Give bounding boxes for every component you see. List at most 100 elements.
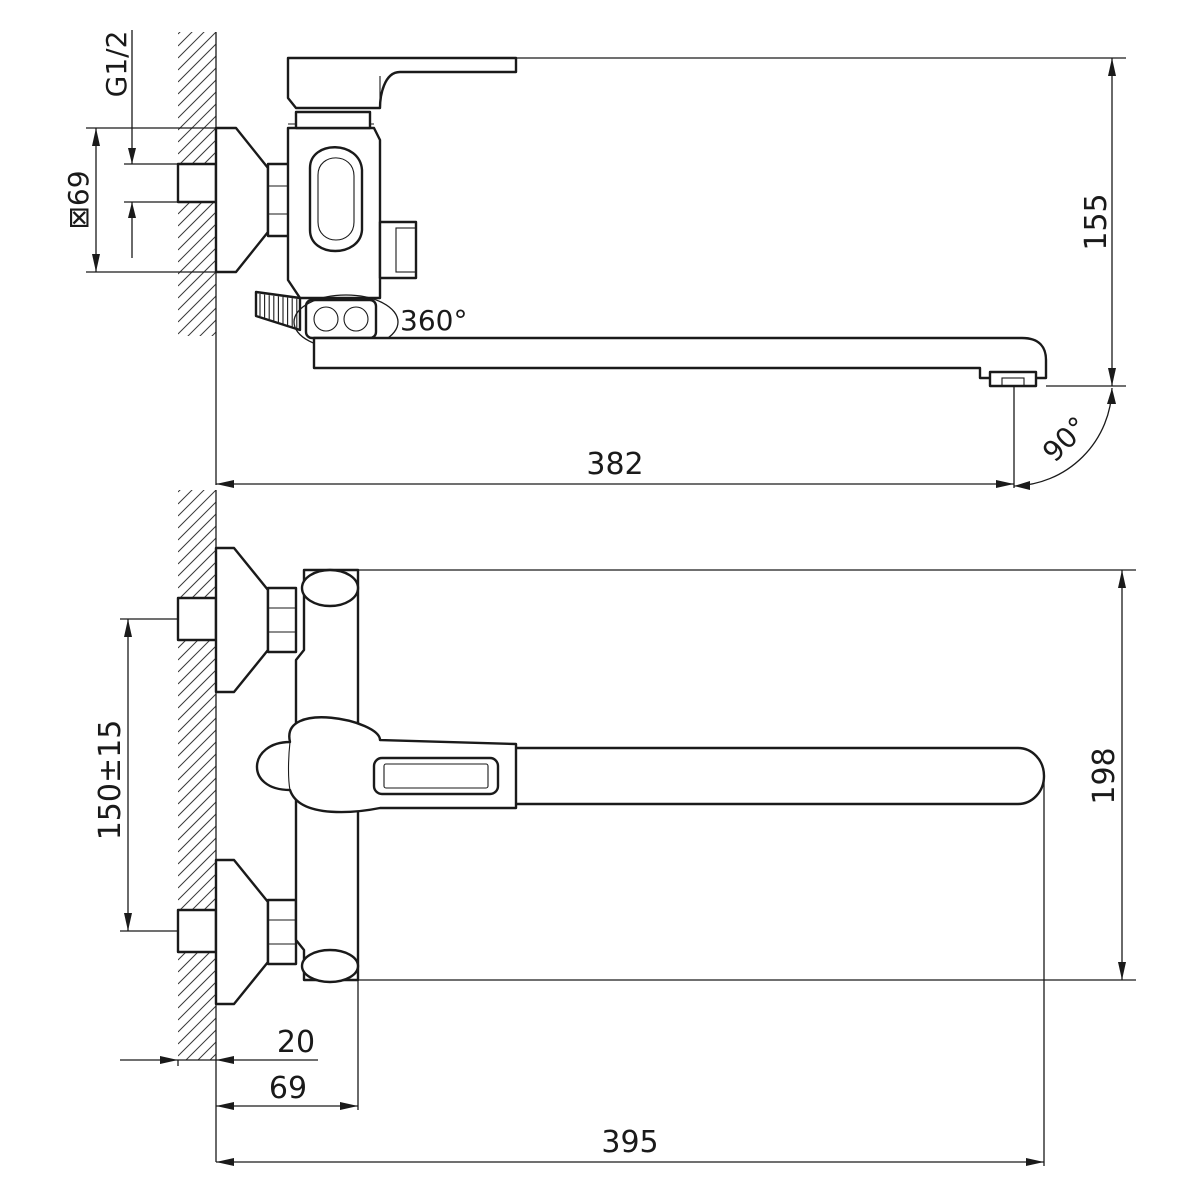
hatch-line (178, 356, 216, 394)
hatch-line (178, 849, 216, 889)
handle-window-front (372, 756, 500, 796)
hatch-line (178, 32, 205, 59)
hatch-line (178, 561, 216, 601)
hatch-line (178, 115, 216, 155)
hatch-line (178, 741, 216, 781)
height-label-top: 155 (1079, 193, 1114, 250)
wall-fitting-lower (176, 908, 218, 954)
hatch-line (178, 873, 216, 913)
hatch-line (178, 789, 216, 829)
wall-fitting-top (176, 162, 218, 204)
top-cap-front (300, 568, 360, 608)
hatch-line (187, 307, 216, 336)
hatch-line (178, 211, 216, 251)
lever-top (286, 56, 518, 110)
hatch-line (178, 442, 216, 480)
hatch-line (178, 777, 216, 817)
valve-window-top (308, 146, 364, 253)
hatch-line (178, 199, 216, 239)
hatch-line (178, 235, 216, 275)
hatch-line (178, 67, 216, 107)
hatch-line (178, 501, 216, 541)
hatch-line (178, 103, 216, 143)
hatch-line (178, 32, 193, 47)
hatch-line (178, 513, 216, 553)
centers-label: 150±15 (93, 720, 128, 841)
hatch-line (178, 813, 216, 853)
spout-front (348, 746, 1046, 806)
reach-label: 382 (586, 447, 643, 482)
hatch-line (178, 729, 216, 769)
hatch-line (178, 32, 216, 71)
wall-fitting-upper (176, 596, 218, 642)
height-label-front: 198 (1087, 747, 1122, 804)
bottom-cap-front (300, 948, 360, 984)
hatch-line (178, 490, 216, 529)
aerator-top (988, 370, 1038, 388)
hatch-line (178, 717, 216, 757)
angle-arc (1013, 387, 1113, 487)
front-view: 150±15 198 20 69 395 (93, 430, 1136, 1166)
hatch-line (178, 957, 216, 997)
hatch-line (178, 1090, 216, 1128)
nut-lower (266, 898, 298, 966)
hatch-line (199, 319, 216, 336)
wall-gap-label: 20 (277, 1025, 315, 1060)
hatch-line (178, 681, 216, 721)
hatch-line (178, 43, 216, 83)
hatch-line (178, 127, 216, 167)
flange-label: ⊠69 (62, 170, 95, 229)
hatch-line (178, 1114, 216, 1152)
nut-upper (266, 586, 298, 654)
hatch-line (178, 91, 216, 131)
hatch-line (178, 490, 181, 493)
hatch-line (185, 1029, 216, 1060)
hatch-line (178, 861, 216, 901)
hatch-line (178, 247, 216, 287)
thread-label: G1/2 (100, 31, 133, 98)
hatch-line (178, 669, 216, 709)
hatch-line (178, 1066, 216, 1104)
hatch-line (178, 645, 216, 685)
hatch-line (178, 549, 216, 589)
valve-cap-top (294, 110, 372, 130)
hatch-line (178, 537, 216, 577)
hatch-line (178, 969, 216, 1009)
hatch-line (178, 525, 216, 565)
hatch-line (178, 32, 181, 35)
hatch-line (178, 1078, 216, 1116)
hatch-line (178, 430, 216, 468)
hatch-line (178, 295, 216, 335)
rotation-label: 360° (400, 304, 467, 337)
total-label: 395 (601, 1125, 658, 1160)
hatch-line (178, 55, 216, 95)
hatch-line (211, 331, 216, 336)
wall-hatch-front (178, 430, 216, 1152)
depth-label: 69 (269, 1071, 307, 1106)
spout-top (312, 336, 1048, 380)
hatch-line (178, 344, 216, 382)
hatch-line (178, 1005, 216, 1045)
hatch-line (197, 1041, 216, 1060)
hatch-line (178, 368, 216, 406)
flange-lower (214, 858, 270, 1006)
hatch-line (178, 993, 216, 1033)
hatch-line (178, 259, 216, 299)
diverter-knob-top (378, 220, 418, 280)
hatch-line (178, 657, 216, 697)
hatch-line (178, 79, 216, 119)
hatch-line (178, 490, 193, 505)
hatch-line (178, 981, 216, 1021)
hatch-line (178, 380, 216, 418)
wall-hatch-top (178, 0, 216, 430)
flange-upper (214, 546, 270, 694)
hatch-line (178, 283, 216, 323)
hatch-line (178, 693, 216, 733)
top-view: G1/2 ⊠69 155 360° 90° 382 (62, 0, 1126, 490)
hatch-line (178, 223, 216, 263)
hatch-line (178, 0, 216, 10)
hatch-line (178, 837, 216, 877)
hatch-line (178, 392, 216, 430)
